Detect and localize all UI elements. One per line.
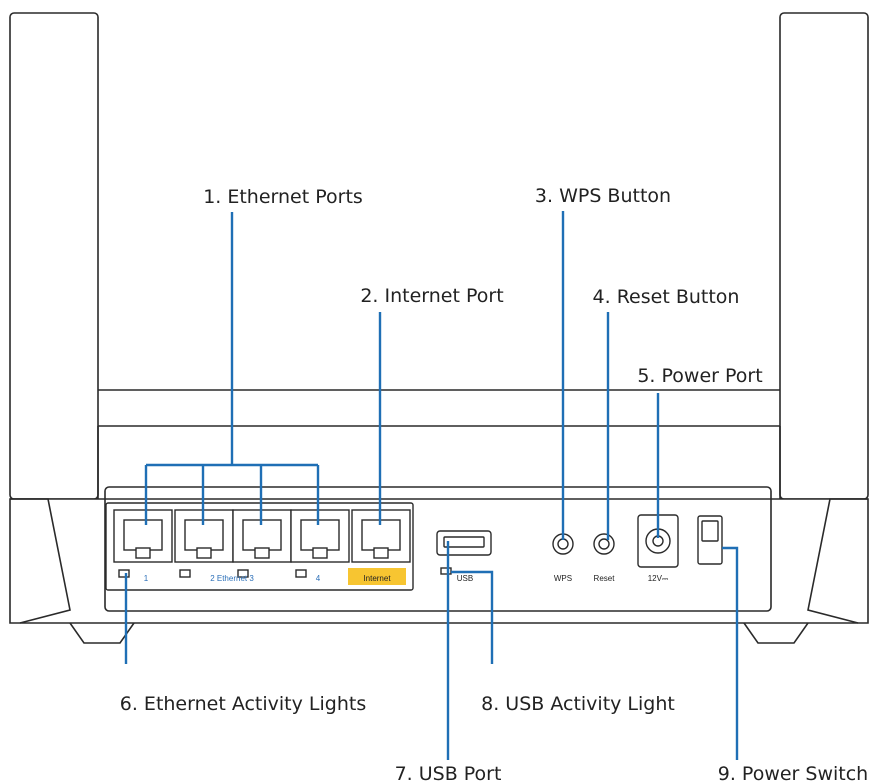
- activity-light: [237, 569, 249, 578]
- panel-label-port-1: 1: [144, 574, 149, 583]
- panel-label-reset: Reset: [594, 574, 616, 583]
- reset-button-inner: [598, 538, 610, 550]
- activity-light: [295, 569, 307, 578]
- usb-port-inner: [443, 536, 485, 548]
- label-power-port: 5. Power Port: [637, 365, 762, 387]
- power-switch-toggle: [701, 520, 719, 542]
- usb-activity-light: [440, 567, 452, 575]
- panel-label-ports-2-3: 2 Ethernet 3: [210, 574, 254, 583]
- internet-label-highlight: [348, 568, 406, 585]
- activity-light: [179, 569, 191, 578]
- label-internet-port: 2. Internet Port: [360, 285, 503, 307]
- label-reset-button: 4. Reset Button: [593, 286, 740, 308]
- label-usb-activity-light: 8. USB Activity Light: [481, 693, 675, 715]
- panel-label-port-4: 4: [316, 574, 321, 583]
- label-power-switch: 9. Power Switch: [718, 763, 868, 782]
- ethernet-port[interactable]: [290, 509, 350, 563]
- label-wps-button: 3. WPS Button: [535, 185, 671, 207]
- label-ethernet-activity-lights: 6. Ethernet Activity Lights: [120, 693, 366, 715]
- left-antenna: [9, 12, 99, 500]
- leader-power-switch: [722, 546, 739, 760]
- label-usb-port: 7. USB Port: [395, 763, 502, 782]
- leader-ethernet-ports: [144, 212, 320, 525]
- panel-label-internet: Internet: [363, 574, 391, 583]
- panel-labels: 1 2 Ethernet 3 4 Internet USB WPS Reset …: [144, 574, 669, 583]
- leader-lines: [124, 211, 739, 760]
- port-panel: [105, 502, 723, 591]
- label-ethernet-ports: 1. Ethernet Ports: [203, 186, 363, 208]
- panel-label-usb: USB: [457, 574, 473, 583]
- leader-usb-activity-light: [451, 570, 494, 664]
- panel-label-power: 12V⎓: [648, 574, 669, 583]
- ethernet-port[interactable]: [113, 509, 173, 563]
- panel-label-wps: WPS: [554, 574, 572, 583]
- callout-labels: 1. Ethernet Ports 2. Internet Port 3. WP…: [120, 185, 868, 782]
- wps-button-inner: [557, 538, 569, 550]
- activity-light: [118, 569, 130, 578]
- right-antenna: [779, 12, 869, 500]
